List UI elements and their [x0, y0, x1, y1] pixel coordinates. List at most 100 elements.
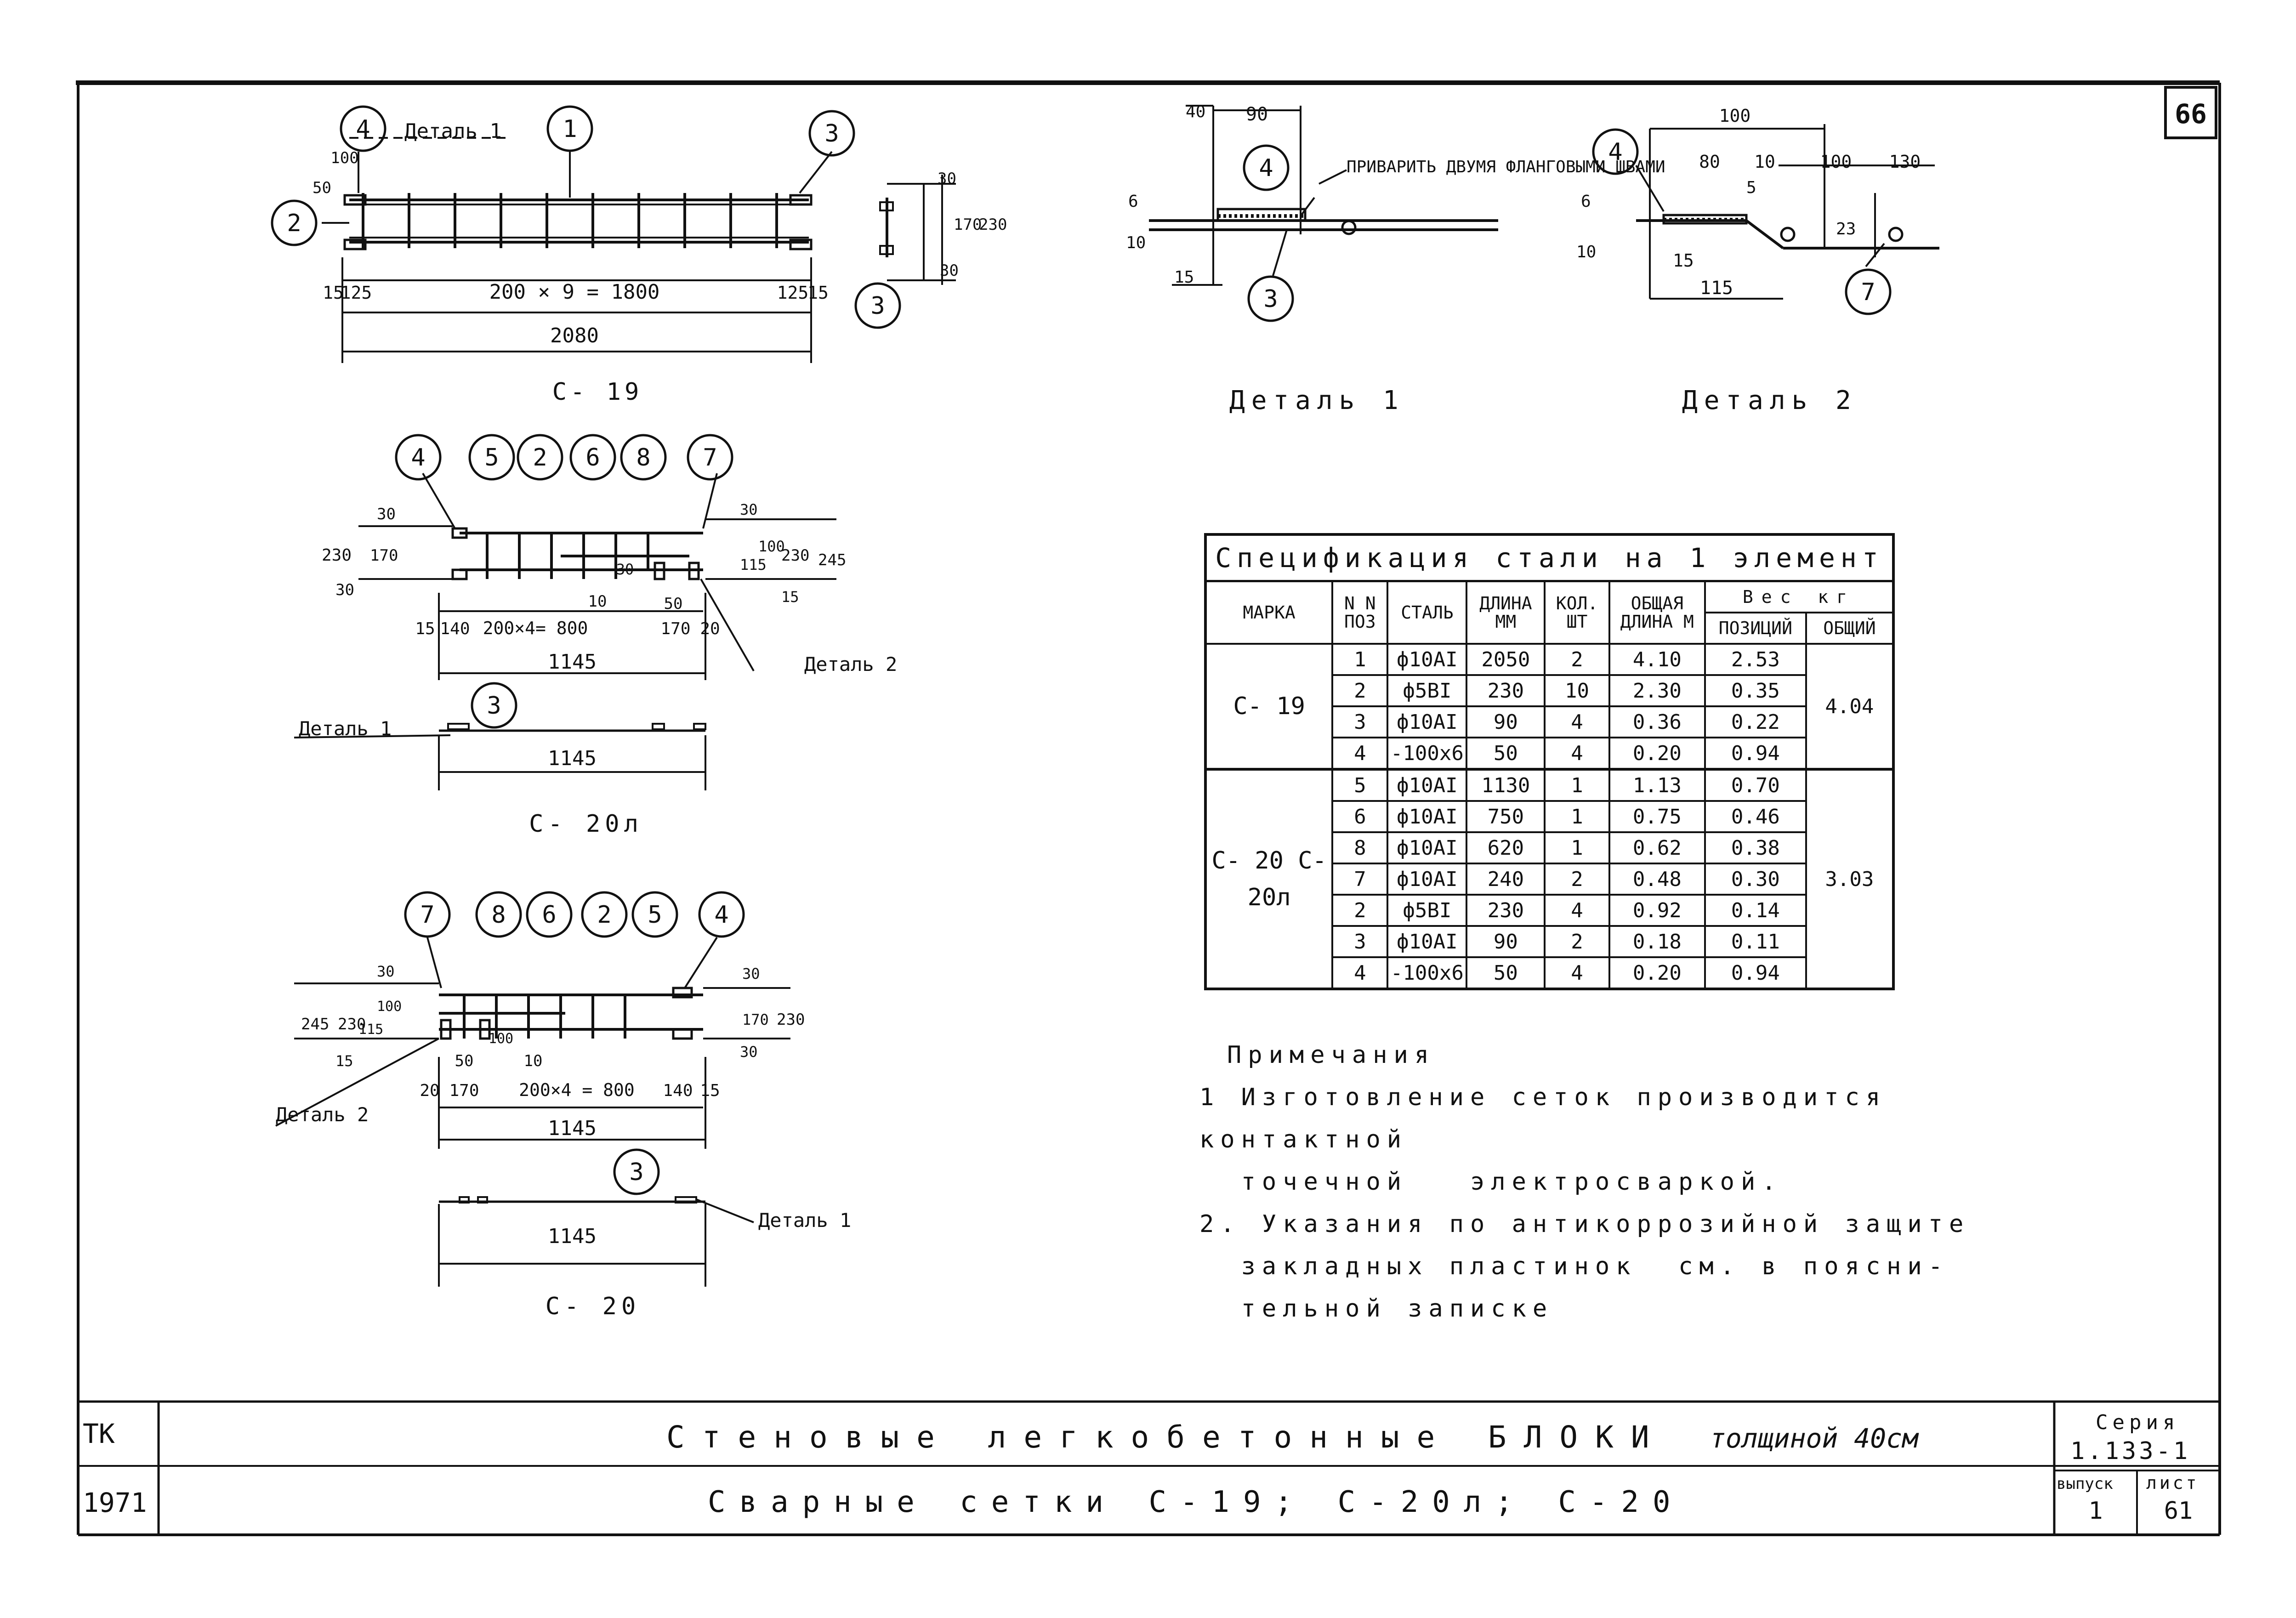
c20l-dim-170: 170	[660, 619, 690, 638]
detail2-dim-23: 23	[1836, 220, 1856, 238]
c20-dim-total: 1145	[548, 1117, 597, 1140]
spec-cell: ф10AI	[1387, 863, 1468, 896]
c20l-dim-r245: 245	[818, 551, 846, 569]
mesh-c20l	[294, 472, 836, 790]
spec-cell: 0.46	[1704, 800, 1807, 833]
spec-cell: 4	[1544, 737, 1610, 770]
c20l-pos-2: 2	[533, 444, 547, 471]
c19-dim-v170: 170	[954, 216, 982, 234]
c20l-pos-3: 3	[487, 692, 501, 720]
spec-cell: ф10AI	[1387, 800, 1468, 833]
spec-h-pos: N N ПОЗ	[1331, 580, 1389, 645]
spec-cell: 0.22	[1704, 705, 1807, 738]
c20l-dim-r30: 30	[740, 501, 758, 518]
c20l-dim-r100: 100	[758, 538, 785, 555]
detail2-pos-7-circle	[1845, 268, 1892, 315]
tb-sheet: 61	[2164, 1497, 2193, 1525]
c19-pos-3a: 3	[824, 120, 839, 148]
note-item-1: 1 Изготовление сеток производится контак…	[1199, 1084, 1887, 1196]
c19-dim-50: 50	[313, 179, 331, 197]
tb-title-suffix: толщиной 40см	[1710, 1423, 1919, 1454]
spec-cell: -100x6	[1387, 737, 1468, 770]
c20l-detail1-label: Деталь 1	[299, 717, 392, 740]
c20-dim-140: 140	[663, 1081, 693, 1100]
detail1-dim-40: 40	[1186, 102, 1205, 121]
spec-cell: 8	[1331, 831, 1389, 864]
c20l-dim-r230: 230	[781, 546, 809, 565]
c19-pos-3b-circle	[854, 282, 901, 329]
c20-dim-r30: 30	[742, 965, 760, 982]
c20-dim-r170: 170	[742, 1011, 769, 1028]
spec-cell: 0.30	[1704, 863, 1807, 896]
spec-cell: ф10AI	[1387, 705, 1468, 738]
tb-series: 1.133-1	[2070, 1437, 2190, 1465]
detail2-dim-80: 80	[1699, 152, 1720, 172]
mesh-c19	[322, 137, 833, 363]
c20-pos-8: 8	[491, 901, 506, 929]
detail2-label: Деталь 2	[1682, 386, 1858, 415]
tb-year: 1971	[83, 1487, 147, 1518]
c20l-pos-3-circle	[471, 682, 517, 729]
c20-dim-total2: 1145	[548, 1225, 597, 1248]
spec-total-c20: 3.03	[1805, 768, 1895, 990]
detail1-dim-15: 15	[1174, 268, 1194, 287]
c20l-dim-10: 10	[588, 592, 607, 611]
c20-pos-5-circle	[631, 891, 678, 938]
spec-cell: 1.13	[1608, 768, 1706, 802]
c20-dim-170: 170	[449, 1081, 479, 1100]
c20l-pos-5-circle	[468, 434, 515, 481]
c19-detail-label: Деталь 1	[404, 119, 502, 143]
c20l-dim-r115: 115	[740, 556, 767, 573]
c19-dim-span: 200 × 9 = 1800	[489, 280, 660, 304]
c20-pos-6-circle	[526, 891, 573, 938]
c20l-dim-20: 20	[700, 619, 720, 638]
c19-pos-2-circle	[271, 199, 318, 246]
c20l-dim-span: 200×4= 800	[483, 618, 588, 638]
c20l-pos-8-circle	[620, 434, 667, 481]
c19-dim-total: 2080	[550, 324, 599, 347]
spec-table: Спецификация стали на 1 элемент МАРКА N …	[1204, 533, 1895, 990]
spec-cell: 90	[1466, 925, 1546, 958]
c19-dim-15a: 15	[323, 283, 344, 303]
c20-dim-v30: 30	[377, 963, 395, 980]
spec-cell: 2	[1331, 894, 1389, 927]
c19-dim-100: 100	[330, 149, 358, 167]
c20l-label: С- 20л	[529, 810, 643, 838]
c19-label: С- 19	[552, 378, 643, 406]
spec-h-weight-total: ОБЩИЙ	[1805, 612, 1895, 645]
spec-cell: 2	[1544, 863, 1610, 896]
c20l-pos-4: 4	[411, 444, 425, 471]
c20l-pos-2-circle	[517, 434, 563, 481]
c20-dim-r30b: 30	[740, 1043, 758, 1061]
spec-cell: 7	[1331, 863, 1389, 896]
spec-cell: ф10AI	[1387, 768, 1468, 802]
c20l-pos-5: 5	[484, 444, 499, 471]
c20-dim-v100: 100	[377, 999, 402, 1015]
spec-h-length: ДЛИНА ММ	[1466, 580, 1546, 645]
spec-h-weight: Вес кг	[1704, 580, 1895, 613]
notes-title: Примечания	[1227, 1041, 1436, 1069]
spec-h-qty: КОЛ. ШТ	[1544, 580, 1610, 645]
spec-h-steel: СТАЛЬ	[1387, 580, 1468, 645]
tb-issue: 1	[2088, 1497, 2103, 1525]
detail2-dim-115: 115	[1700, 278, 1733, 299]
spec-cell: ф5BI	[1387, 674, 1468, 707]
spec-cell: ф10AI	[1387, 831, 1468, 864]
c19-pos-3a-circle	[808, 110, 855, 157]
spec-cell: 3	[1331, 925, 1389, 958]
spec-cell: 240	[1466, 863, 1546, 896]
detail1-dim-90: 90	[1246, 104, 1268, 125]
c20-dim-v15: 15	[335, 1052, 353, 1070]
c20-dim-span: 200×4 = 800	[519, 1080, 635, 1100]
c20l-pos-4-circle	[395, 434, 442, 481]
detail1-dim-10: 10	[1126, 233, 1146, 252]
detail2-dim-130: 130	[1889, 152, 1921, 172]
c20l-dim-v30a: 30	[377, 505, 396, 523]
detail2-pos-4: 4	[1608, 138, 1622, 166]
detail2-dim-100: 100	[1719, 106, 1751, 126]
c20l-detail2-label: Деталь 2	[804, 653, 897, 676]
